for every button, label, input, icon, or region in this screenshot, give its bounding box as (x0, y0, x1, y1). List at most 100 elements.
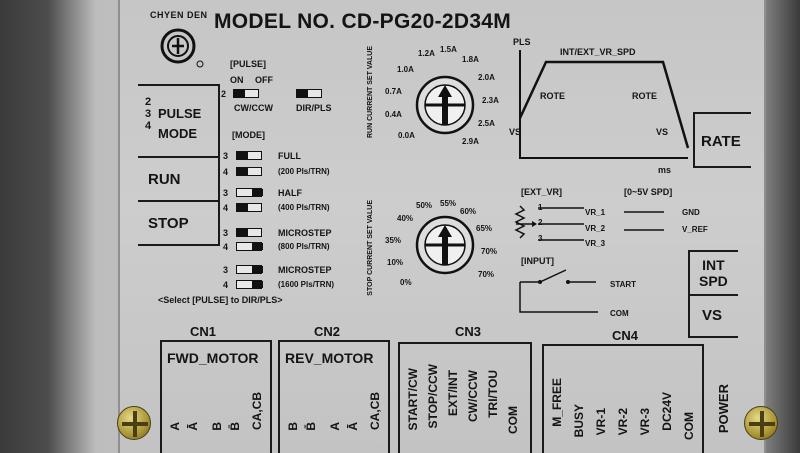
graph-rote-left: ROTE (540, 91, 566, 101)
cn4-label: CN4 (612, 328, 639, 343)
mode-row-label: HALF (278, 188, 302, 198)
mode-row-n2: 4 (223, 242, 229, 252)
cn4-pin-5: VR-3 (638, 408, 652, 436)
ext-vr-spd-label: [0~5V SPD] (624, 187, 673, 197)
run-dial-mark-10: 2.9A (462, 137, 479, 146)
input-switch-wiring (519, 269, 598, 313)
com-input-label: COM (610, 309, 629, 318)
vr1-label: VR_1 (585, 208, 606, 217)
cn1-pin-3: B (210, 422, 224, 431)
pulse-dip-switch-right[interactable] (296, 89, 322, 98)
run-dial-mark-7: 2.0A (478, 73, 495, 82)
graph-title: INT/EXT_VR_SPD (560, 47, 636, 57)
stop-dial-mark-4: 50% (416, 201, 433, 210)
cn4-pin-6: DC24V (660, 392, 674, 431)
pulse-mode-button[interactable]: 2 3 4 PULSE MODE (138, 84, 220, 158)
gnd-label: GND (682, 208, 700, 217)
cw-ccw-label: CW/CCW (234, 103, 273, 113)
cn3-pin-3: EXT/INT (446, 370, 460, 417)
ext-vr-num-2: 2 (538, 218, 543, 227)
stop-button-label: STOP (148, 215, 189, 232)
graph-ms-label: ms (658, 165, 672, 175)
stop-dial-mark-9: 70% (478, 270, 495, 279)
pulse-button-label: PULSE (158, 106, 202, 121)
mode-dip-switch-3[interactable] (236, 228, 262, 237)
mode-row-label: MICROSTEP (278, 228, 332, 238)
stop-dial-mark-8: 70% (481, 247, 498, 256)
mode-dip-switch-3[interactable] (236, 188, 263, 197)
cn3-label: CN3 (455, 324, 482, 339)
stop-button[interactable]: STOP (138, 202, 220, 246)
cn2-pin-3: A (328, 422, 342, 431)
logo-emblem-icon (160, 28, 204, 68)
run-button[interactable]: RUN (138, 158, 220, 202)
pulse-dip-switch[interactable] (233, 89, 259, 98)
mode-row-n2: 4 (223, 280, 229, 290)
run-dial-mark-9: 2.5A (478, 119, 495, 128)
mode-dip-switch-3[interactable] (236, 265, 263, 274)
pulse-title: [PULSE] (230, 59, 266, 69)
potentiometer-icon (514, 205, 526, 239)
run-dial-mark-3: 1.0A (397, 65, 414, 74)
mode-dip-switch-4[interactable] (236, 203, 262, 212)
run-dial-mark-5: 1.5A (440, 45, 457, 54)
stop-dial-mark-1: 10% (387, 258, 404, 267)
stop-dial-mark-3: 40% (397, 214, 414, 223)
int-spd-button[interactable]: INT SPD (688, 250, 738, 296)
graph-vs-right: VS (656, 127, 669, 137)
cn4-pin-7: COM (682, 412, 696, 440)
mode-dip-switch-4[interactable] (236, 167, 262, 176)
speed-profile-graph (518, 50, 690, 159)
rev-motor-label: REV_MOTOR (285, 350, 374, 366)
mode-row-label: MICROSTEP (278, 265, 332, 275)
mode-row-n2: 4 (223, 167, 229, 177)
run-dial-mark-1: 0.4A (385, 110, 402, 119)
mode-dip-switch-4[interactable] (236, 242, 263, 251)
run-current-dial[interactable] (390, 50, 500, 160)
mode-row-sub: (1600 Pls/TRN) (278, 280, 335, 289)
cn3-pin-4: CW/CCW (466, 370, 480, 422)
mode-dip-switch-4[interactable] (236, 280, 263, 289)
run-dial-mark-6: 1.8A (462, 55, 479, 64)
ext-vr-title: [EXT_VR] (521, 187, 563, 197)
right-screw-icon (744, 406, 778, 440)
mode-button-label: MODE (158, 126, 197, 141)
run-dial-mark-2: 0.7A (385, 87, 402, 96)
input-title: [INPUT] (521, 256, 554, 266)
cn1-pin-5: CA,CB (250, 392, 264, 430)
cn1-pin-1: A (168, 422, 182, 431)
vr2-label: VR_2 (585, 224, 606, 233)
cn2-pin-4: Ā (346, 422, 360, 431)
mode-row-sub: (200 Pls/TRN) (278, 167, 330, 176)
cn2-label: CN2 (314, 324, 341, 339)
rate-button[interactable]: RATE (693, 112, 751, 168)
stop-current-side-label: STOP CURRENT SET VALUE (367, 200, 374, 296)
stop-dial-mark-7: 65% (476, 224, 493, 233)
mode-title: [MODE] (232, 130, 265, 140)
pulse-off-label: OFF (255, 75, 273, 85)
mode-row-n2: 4 (223, 203, 229, 213)
cn3-pin-2: STOP/CCW (426, 364, 440, 429)
mode-dip-switch-3[interactable] (236, 151, 262, 160)
mode-row-sub: (800 Pls/TRN) (278, 242, 330, 251)
dir-pls-label: DIR/PLS (296, 103, 332, 113)
graph-pls-label: PLS (513, 37, 531, 47)
cn2-pin-2: B̄ (304, 422, 318, 431)
stop-dial-mark-5: 55% (440, 199, 457, 208)
run-current-side-label: RUN CURRENT SET VALUE (367, 46, 374, 139)
mode-row-n1: 3 (223, 265, 229, 275)
int-spd-label: INT SPD (699, 257, 728, 289)
ext-vr-wiring (514, 205, 664, 241)
cn4-pin-3: VR-1 (594, 408, 608, 436)
cn4-pin-1: M_FREE (550, 378, 564, 427)
stop-dial-mark-0: 0% (400, 278, 412, 287)
stop-current-dial[interactable] (390, 190, 500, 300)
vs-button[interactable]: VS (688, 296, 738, 338)
run-button-label: RUN (148, 171, 181, 188)
graph-rote-right: ROTE (632, 91, 658, 101)
cn2-pin-1: B (286, 422, 300, 431)
fwd-motor-label: FWD_MOTOR (167, 350, 259, 366)
cn3-pin-5: TRI/TOU (486, 370, 500, 418)
cn4-pin-4: VR-2 (616, 408, 630, 436)
ext-vr-num-1: 1 (538, 203, 543, 212)
